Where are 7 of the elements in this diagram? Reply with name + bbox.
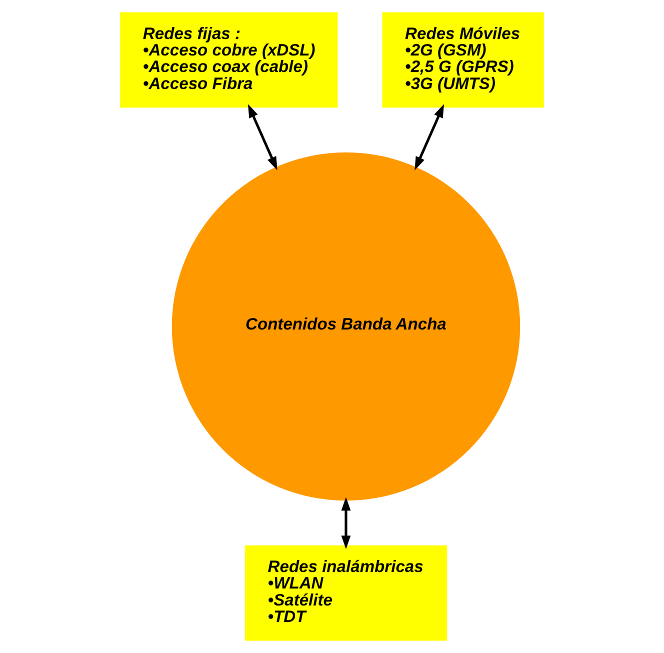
- arrow: [414, 104, 444, 170]
- arrow: [341, 497, 351, 550]
- arrow: [248, 104, 278, 170]
- node-box: Redes inalámbricas •WLAN •Satélite •TDT: [244, 545, 447, 641]
- node-circle: Contenidos Banda Ancha: [172, 152, 520, 501]
- node-box: Redes fijas : •Acceso cobre (xDSL) •Acceso coax (cable) •Acceso Fibra: [120, 12, 338, 108]
- node-box: Redes Móviles •2G (GSM) •2,5 G (GPRS) •3G (UMTS): [382, 12, 544, 108]
